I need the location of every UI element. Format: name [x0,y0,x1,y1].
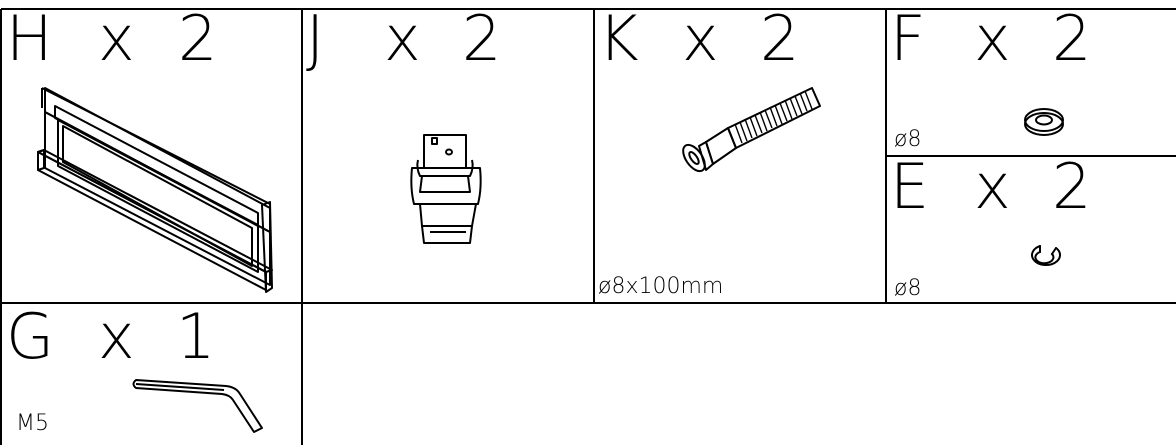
cell-part-f: F x 2 ø8 [890,2,1091,152]
part-g-count: 1 [176,300,215,373]
part-e-size: ø8 [894,276,921,301]
part-j-times: x [384,2,421,75]
part-k-letter: K [598,2,639,75]
part-h-times: x [98,2,135,75]
bolt-icon [682,87,821,173]
headboard-panel-icon [37,87,273,293]
part-h-letter: H [6,2,53,75]
cell-part-k: K x 2 [598,2,821,299]
bracket-fitting-icon [410,134,482,244]
part-e-count: 2 [1052,150,1091,223]
part-g-letter: G [6,300,54,373]
cell-part-h: H x 2 [6,2,273,293]
washer-icon [1024,108,1064,136]
split-lock-washer-icon [1031,245,1061,267]
part-h-count: 2 [178,2,217,75]
part-k-times: x [682,2,719,75]
part-f-letter: F [890,2,926,75]
cell-part-e: E x 2 ø8 [890,150,1091,301]
part-j-count: 2 [462,2,501,75]
part-k-count: 2 [760,2,799,75]
part-f-size: ø8 [894,127,921,152]
allen-key-icon [132,379,263,433]
part-g-times: x [98,300,135,373]
cell-part-g: G x 1 M5 [6,300,263,436]
part-j-letter: J [306,2,324,75]
part-e-times: x [974,150,1011,223]
part-e-letter: E [890,150,929,223]
part-g-size: M5 [16,411,49,436]
part-k-size: ø8x100mm [598,274,723,299]
grid-lines [0,8,1176,445]
bolt-thread-lines [734,90,813,144]
cell-part-j: J x 2 [306,2,501,244]
part-f-times: x [974,2,1011,75]
part-f-count: 2 [1052,2,1091,75]
